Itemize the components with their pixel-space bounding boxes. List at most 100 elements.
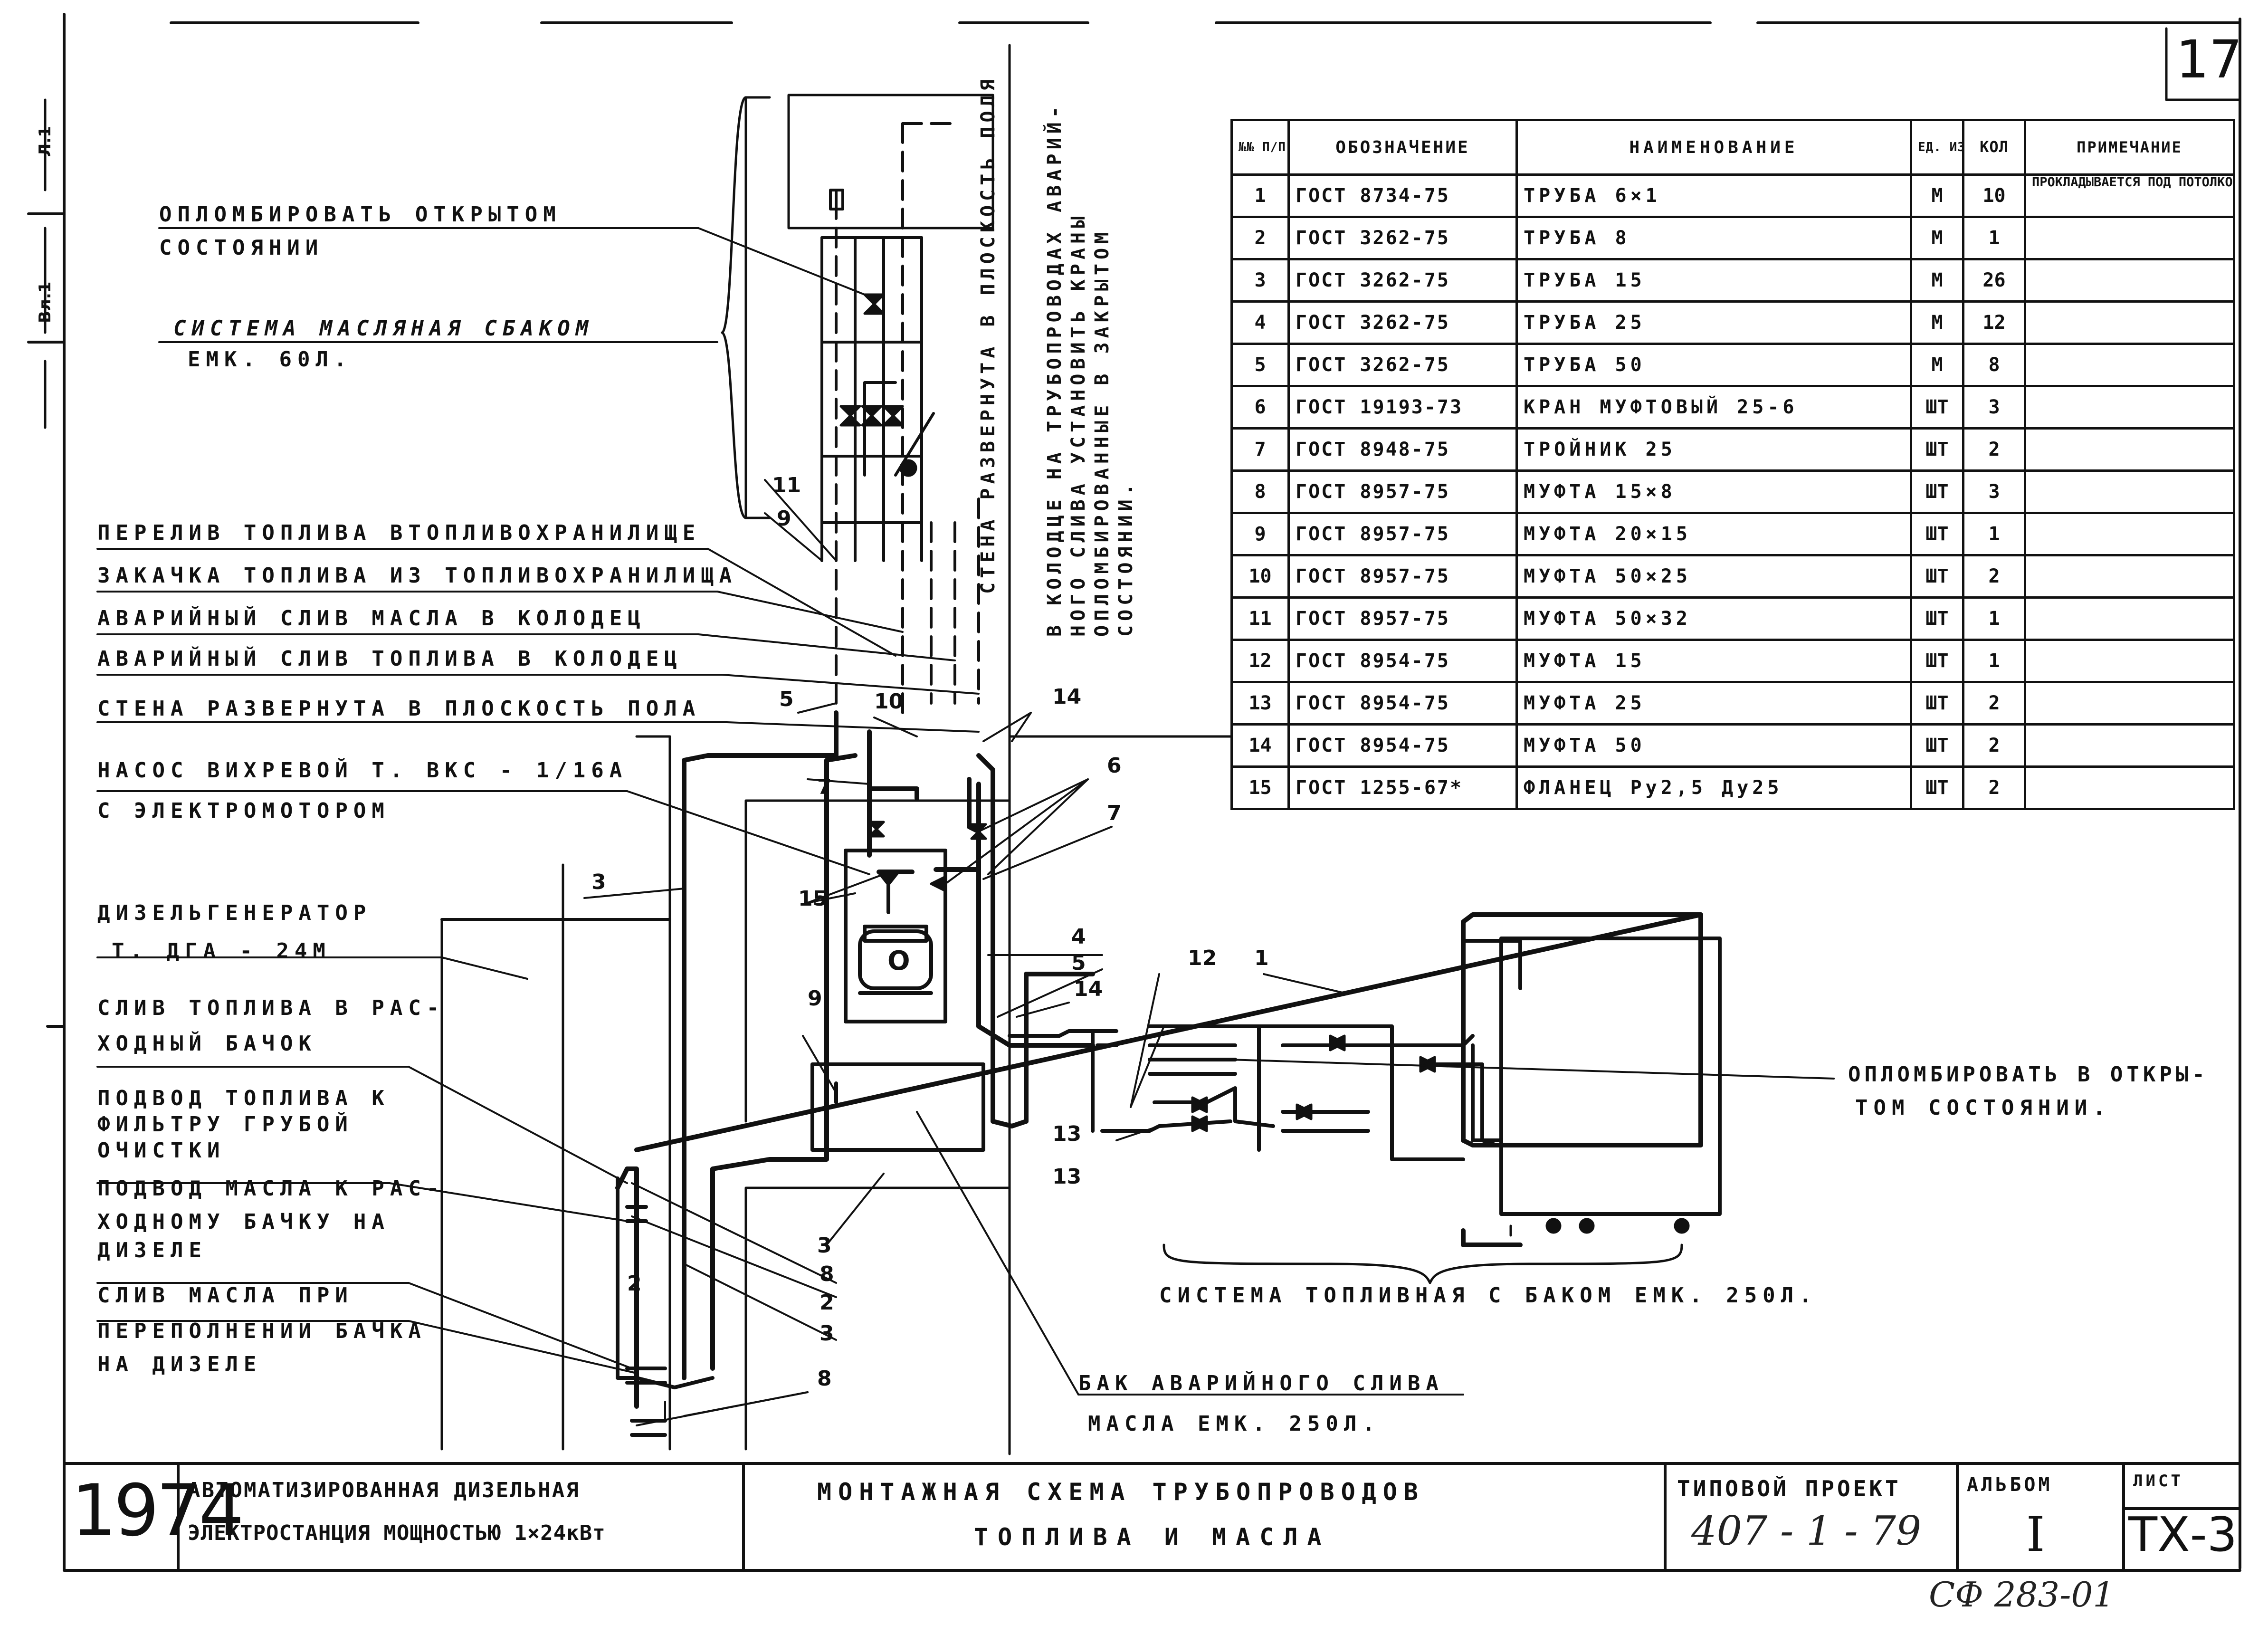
spec-cell-qty: 2 [1962, 554, 2026, 599]
callout-fuel-pumping: ЗАКАЧКА ТОПЛИВА ИЗ ТОПЛИВОХРАНИЛИЩА [97, 564, 738, 588]
spec-cell-qty: 3 [1962, 469, 2026, 514]
callout-filter-3: ОЧИСТКИ [97, 1138, 226, 1163]
callout-filter: ПОДВОД ТОПЛИВА К [97, 1086, 390, 1110]
spec-cell-unit: ШТ [1910, 723, 1964, 768]
spec-cell-no: 8 [1230, 469, 1290, 514]
pos-12: 12 [1188, 946, 1217, 970]
spec-cell-qty: 26 [1962, 258, 2026, 303]
callout-oil-system: СИСТЕМА МАСЛЯНАЯ СБАКОМ [173, 316, 594, 341]
spec-cell-qty: 2 [1962, 765, 2026, 810]
callout-oil-supply: ПОДВОД МАСЛА К РАС- [97, 1176, 445, 1201]
pos-10: 10 [874, 689, 904, 714]
spec-cell-qty: 3 [1962, 385, 2026, 430]
spec-cell-designation: ГОСТ 8957-75 [1287, 512, 1518, 556]
spec-cell-note [2024, 596, 2235, 641]
spec-header-name: НАИМЕНОВАНИЕ [1515, 119, 1912, 176]
pos-7-right: 7 [1107, 801, 1122, 825]
vertical-well-note-3: ОПЛОМБИРОВАННЫЕ В ЗАКРЫТОМ [1091, 228, 1113, 637]
callout-oil-supply-3: ДИЗЕЛЕ [97, 1238, 207, 1262]
specification-table: №№ П/П ОБОЗНАЧЕНИЕ НАИМЕНОВАНИЕ ЕД. ИЗМ … [1230, 119, 2235, 810]
spec-cell-qty: 1 [1962, 512, 2026, 556]
spec-cell-designation: ГОСТ 8948-75 [1287, 427, 1518, 472]
spec-cell-unit: М [1910, 216, 1964, 260]
spec-cell-designation: ГОСТ 8954-75 [1287, 639, 1518, 683]
spec-cell-designation: ГОСТ 3262-75 [1287, 343, 1518, 387]
spec-cell-designation: ГОСТ 8957-75 [1287, 596, 1518, 641]
pos-2-left: 2 [627, 1271, 642, 1296]
spec-cell-no: 2 [1230, 216, 1290, 260]
spec-cell-qty: 2 [1962, 681, 2026, 726]
spec-cell-unit: ШТ [1910, 469, 1964, 514]
callout-genset: ДИЗЕЛЬГЕНЕРАТОР [97, 901, 372, 925]
callout-oil-overflow: СЛИВ МАСЛА ПРИ [97, 1283, 353, 1308]
spec-header-unit: ЕД. ИЗМ [1910, 119, 1964, 176]
spec-cell-name: МУФТА 20×15 [1515, 512, 1912, 556]
callout-seal-open-right: ОПЛОМБИРОВАТЬ В ОТКРЫ- [1848, 1062, 2209, 1087]
vertical-well-note-1: В КОЛОДЦЕ НА ТРУБОПРОВОДАХ АВАРИЙ- [1044, 102, 1066, 637]
pos-8-b: 8 [817, 1367, 832, 1391]
oil-dashed-pipes [835, 122, 980, 714]
pos-13-a: 13 [1052, 1122, 1082, 1146]
spec-cell-note [2024, 258, 2235, 303]
spec-cell-note [2024, 639, 2235, 683]
spec-cell-note [2024, 554, 2235, 599]
spec-cell-designation: ГОСТ 8957-75 [1287, 554, 1518, 599]
spec-cell-name: МУФТА 15×8 [1515, 469, 1912, 514]
leader-lines [96, 227, 1835, 1426]
sheet-frame [27, 13, 2241, 1569]
title-block-lines [63, 1462, 2241, 1572]
spec-cell-name: ТРУБА 8 [1515, 216, 1912, 260]
oil-valves [839, 293, 917, 477]
spec-cell-no: 14 [1230, 723, 1290, 768]
pump-assembly [844, 849, 947, 1023]
spec-cell-qty: 10 [1962, 173, 2026, 218]
spec-cell-designation: ГОСТ 8957-75 [1287, 469, 1518, 514]
spec-cell-no: 7 [1230, 427, 1290, 472]
callout-seal-open-top-2: СОСТОЯНИИ [159, 236, 324, 260]
title-drawing-line-2: ТОПЛИВА И МАСЛА [974, 1523, 1331, 1551]
pos-5-top: 5 [779, 687, 794, 711]
spec-header-qty: КОЛ [1962, 119, 2026, 176]
spec-cell-designation: ГОСТ 3262-75 [1287, 216, 1518, 260]
spec-cell-designation: ГОСТ 8734-75 [1287, 173, 1518, 218]
spec-cell-unit: ШТ [1910, 427, 1964, 472]
callout-oil-overflow-2: ПЕРЕПОЛНЕНИИ БАЧКА [97, 1319, 427, 1343]
spec-cell-designation: ГОСТ 3262-75 [1287, 258, 1518, 303]
oil-system-frame [721, 94, 994, 519]
spec-cell-designation: ГОСТ 1255-67* [1287, 765, 1518, 810]
spec-cell-unit: ШТ [1910, 596, 1964, 641]
vertical-wall-note: СТЕНА РАЗВЕРНУТА В ПЛОСКОСТЬ ПОЛЯ [977, 75, 999, 594]
pos-9-top: 9 [777, 507, 791, 531]
fuel-system-brace [1163, 1243, 1683, 1284]
spec-cell-no: 5 [1230, 343, 1290, 387]
spec-cell-no: 3 [1230, 258, 1290, 303]
callout-oil-supply-2: ХОДНОМУ БАЧКУ НА [97, 1210, 390, 1234]
spec-cell-name: МУФТА 25 [1515, 681, 1912, 726]
title-year: 1974 [71, 1470, 244, 1552]
spec-cell-note [2024, 427, 2235, 472]
spec-cell-no: 9 [1230, 512, 1290, 556]
vertical-well-note-4: СОСТОЯНИИ. [1115, 479, 1137, 637]
fuel-valves [1191, 1034, 1436, 1132]
spec-cell-note [2024, 343, 2235, 387]
callout-seal-open-top: ОПЛОМБИРОВАТЬ ОТКРЫТОМ [159, 202, 562, 227]
pos-6: 6 [1107, 754, 1122, 778]
spec-cell-no: 15 [1230, 765, 1290, 810]
spec-header-row: №№ П/П ОБОЗНАЧЕНИЕ НАИМЕНОВАНИЕ ЕД. ИЗМ … [1230, 119, 2235, 176]
pos-3-b: 3 [820, 1321, 834, 1346]
spec-cell-note: ПРОКЛАДЫВАЕТСЯ ПОД ПОТОЛКОМ [2024, 173, 2235, 218]
title-typical-number: 407 - 1 - 79 [1691, 1508, 1922, 1554]
spec-cell-no: 12 [1230, 639, 1290, 683]
callout-drain-tank: СЛИВ ТОПЛИВА В РАС- [97, 996, 445, 1020]
pos-2-a: 2 [820, 1290, 834, 1315]
callout-pump: НАСОС ВИХРЕВОЙ Т. ВКС - 1/16А [97, 758, 628, 783]
title-album-value: I [2026, 1507, 2045, 1562]
archive-code: СФ 283-01 [1929, 1575, 2115, 1615]
